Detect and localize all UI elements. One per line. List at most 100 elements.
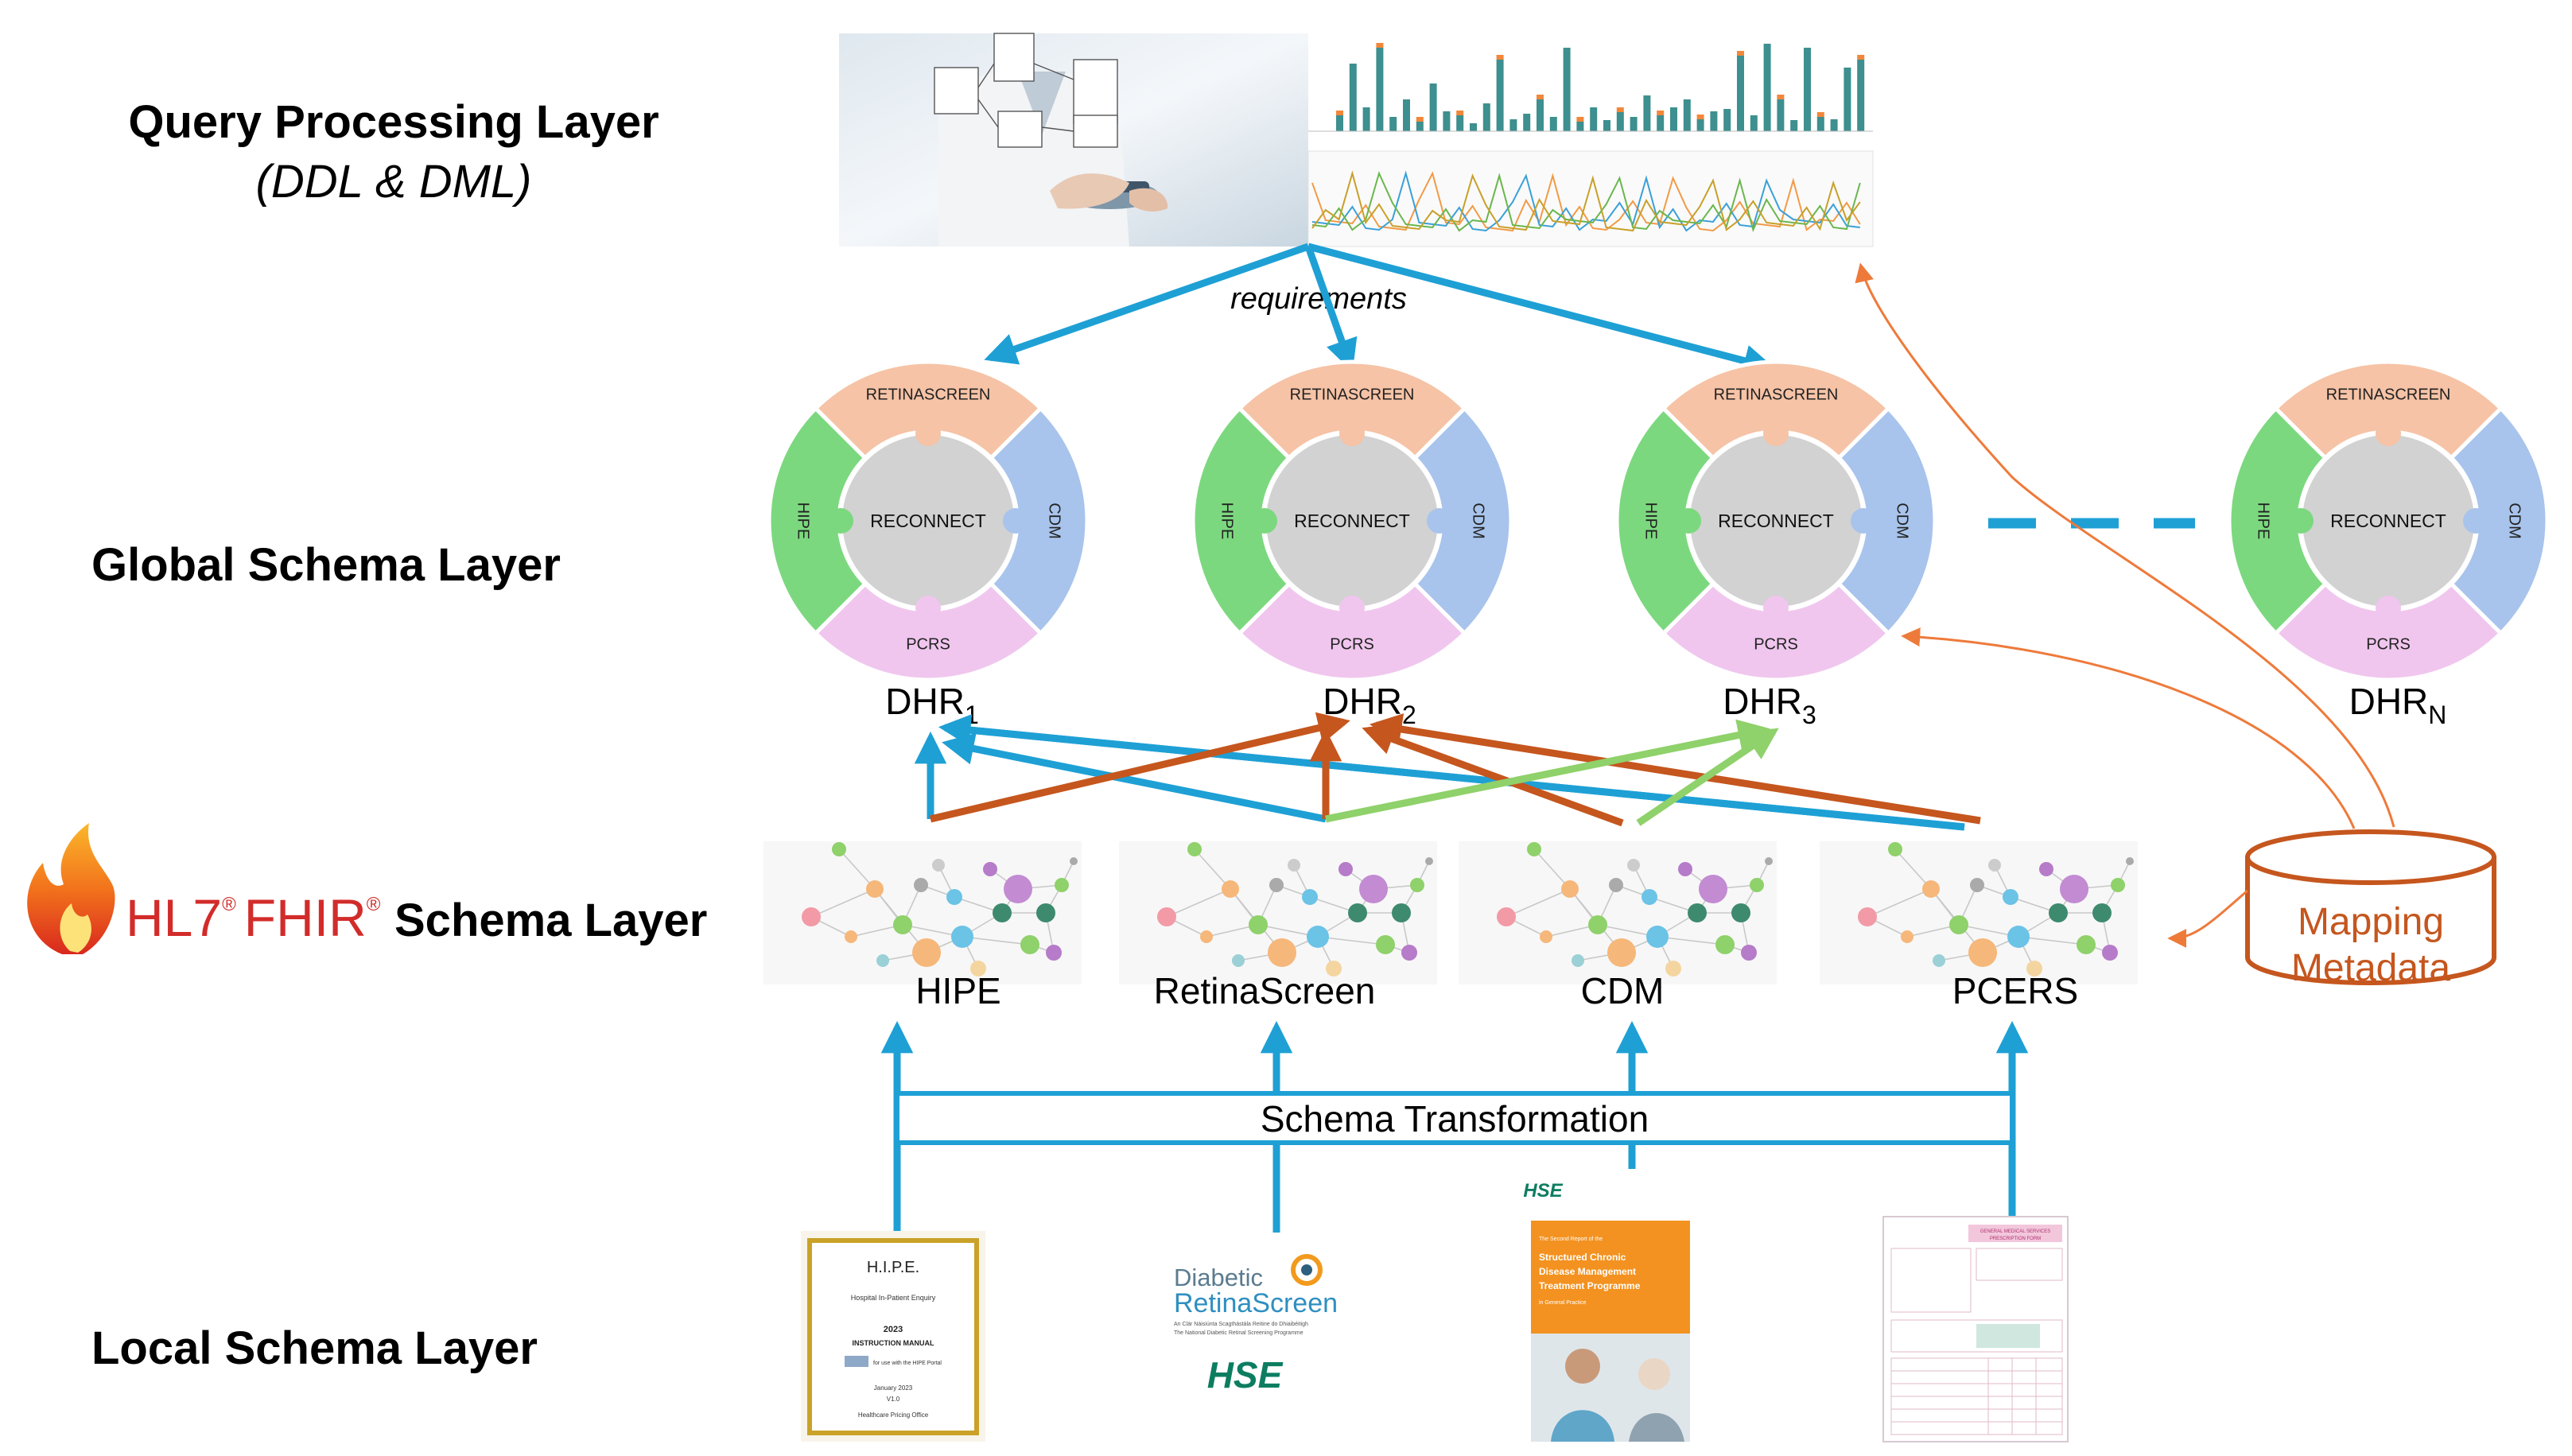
fhir-graph-node [2077, 935, 2096, 954]
arrow-hipe-dhr2 [929, 712, 1350, 823]
ring-center [842, 435, 1014, 607]
ring-segment-bottom [1237, 580, 1467, 682]
fhir-graph-node [1731, 903, 1750, 922]
fhir-graph-node [951, 926, 973, 948]
ring-segment-right [1836, 406, 1937, 636]
hipe-barcode [845, 1356, 868, 1367]
fhir-graph-edge [838, 848, 876, 890]
query-processing-image [839, 33, 1874, 247]
thumbnail-bar [1576, 122, 1584, 131]
thumbnail-bar-cap [1616, 107, 1624, 112]
thumbnail-bar [1563, 48, 1571, 131]
fhir-graph-node [1401, 945, 1417, 961]
hipe-manual: INSTRUCTION MANUAL [853, 1339, 934, 1347]
thumbnail-bar [1549, 117, 1557, 131]
entity-diagram-overlay [934, 33, 1118, 148]
ring-segment-left [1614, 406, 1716, 636]
fhir-graph-node [1970, 878, 1984, 892]
fhir-graph-node [1641, 889, 1657, 905]
thumbnail-bar [1830, 119, 1838, 131]
ring-label: PCRS [1330, 635, 1374, 653]
ring-label: HIPE [2255, 503, 2272, 540]
fhir-graph-edge [962, 936, 1031, 945]
fhir-graph-edge [1867, 888, 1932, 918]
thumbnail-bar [1456, 115, 1464, 131]
global-layer-title: Global Schema Layer [91, 539, 561, 591]
fhir-graph-node [1410, 878, 1424, 892]
eye-icon [1291, 1254, 1323, 1286]
fhir-graph-node [1497, 907, 1516, 926]
requirements-label: requirements [1230, 282, 1407, 316]
retina-hse-logo: HSE [1207, 1354, 1284, 1396]
cdm-sub: in General Practice [1539, 1300, 1587, 1306]
fhir-graph-node [912, 938, 941, 967]
thumbnail-bar-cap [1576, 117, 1584, 122]
fhir-graph-node [1933, 954, 1945, 967]
cdm-hse-logo: HSE [1523, 1180, 1563, 1202]
ring-segment-bottom [1661, 580, 1891, 682]
ring-connector [1851, 508, 1876, 534]
fhir-graph-node [1046, 945, 1062, 961]
fhir-graph-node [1348, 903, 1367, 922]
fhir-graph-node [1020, 935, 1039, 954]
metadata-link-dhr3 [1901, 627, 2356, 829]
arrow-pcers-dhr2 [1369, 713, 1981, 825]
cdm-title-3: Treatment Programme [1539, 1280, 1641, 1291]
fhir-graph-node [1326, 961, 1342, 976]
ring-segment-top [813, 359, 1043, 461]
fhir-layer-title: Schema Layer [394, 895, 707, 946]
thumbnail-bar [1537, 99, 1544, 131]
ring-segment-bottom [2273, 580, 2504, 682]
pcers-form-title-2: PRESCRIPTION FORM [1990, 1237, 2041, 1241]
fhir-graph-edge [2018, 936, 2087, 945]
fhir-graph-node [1765, 857, 1773, 865]
fhir-graph-node [1359, 875, 1388, 903]
ring-connector [2376, 421, 2401, 446]
ring-connector [915, 596, 941, 621]
fhir-graph-node [993, 903, 1012, 922]
fhir-graph-edge [1317, 936, 1386, 945]
ring-connector [915, 421, 941, 446]
fhir-graph-node [932, 859, 945, 872]
fhir-graph-node [1392, 903, 1411, 922]
requirement-arrow-dhr2 [1304, 245, 1358, 372]
hipe-year: 2023 [884, 1325, 903, 1334]
ring-label: CDM [1894, 503, 1911, 539]
ring-segment-left [1191, 406, 1292, 636]
arrow-retina-dhr1 [942, 732, 1327, 823]
ring-segment-top [2273, 359, 2504, 461]
fhir-graph-node [1688, 903, 1707, 922]
ring-connector [2376, 596, 2401, 621]
ring-center [1690, 435, 1862, 607]
thumbnail-bar [1389, 117, 1397, 131]
hipe-title: H.I.P.E. [867, 1259, 919, 1276]
fhir-reg-mark: ® [367, 894, 381, 915]
thumbnail-bar [1470, 123, 1477, 131]
cdm-title-2: Disease Management [1539, 1266, 1636, 1277]
fhir-graph-node [1949, 915, 1968, 934]
thumbnail-bar [1804, 48, 1811, 131]
ring-label: RETINASCREEN [866, 386, 991, 403]
fhir-graph-edge [1194, 848, 1231, 890]
ring-label: HIPE [1642, 503, 1660, 540]
fhir-graph-node [1268, 938, 1296, 967]
fhir-graph-node [832, 842, 846, 856]
dhr-label-3: DHR3 [1723, 681, 1816, 729]
fhir-graph-node [1627, 859, 1640, 872]
ring-connector [1676, 508, 1701, 534]
mapping-metadata-line1: Mapping [2298, 901, 2444, 943]
fhir-graph-node [1858, 907, 1877, 926]
dhr-label-1: DHR1 [885, 681, 978, 729]
fhir-graph-node [1540, 930, 1552, 943]
ring-label: CDM [1470, 503, 1487, 539]
fhir-source-pcers: PCERS [1952, 970, 2078, 1011]
arrow-pcers-dhr1 [944, 724, 1965, 831]
fhir-source-cdm: CDM [1581, 970, 1665, 1011]
fhir-graph-node [914, 878, 928, 892]
fhir-graph-node [1288, 859, 1300, 872]
thumbnail-bar [1496, 60, 1504, 131]
ring-label: RECONNECT [1294, 511, 1410, 531]
fhir-graph-node [2111, 878, 2125, 892]
